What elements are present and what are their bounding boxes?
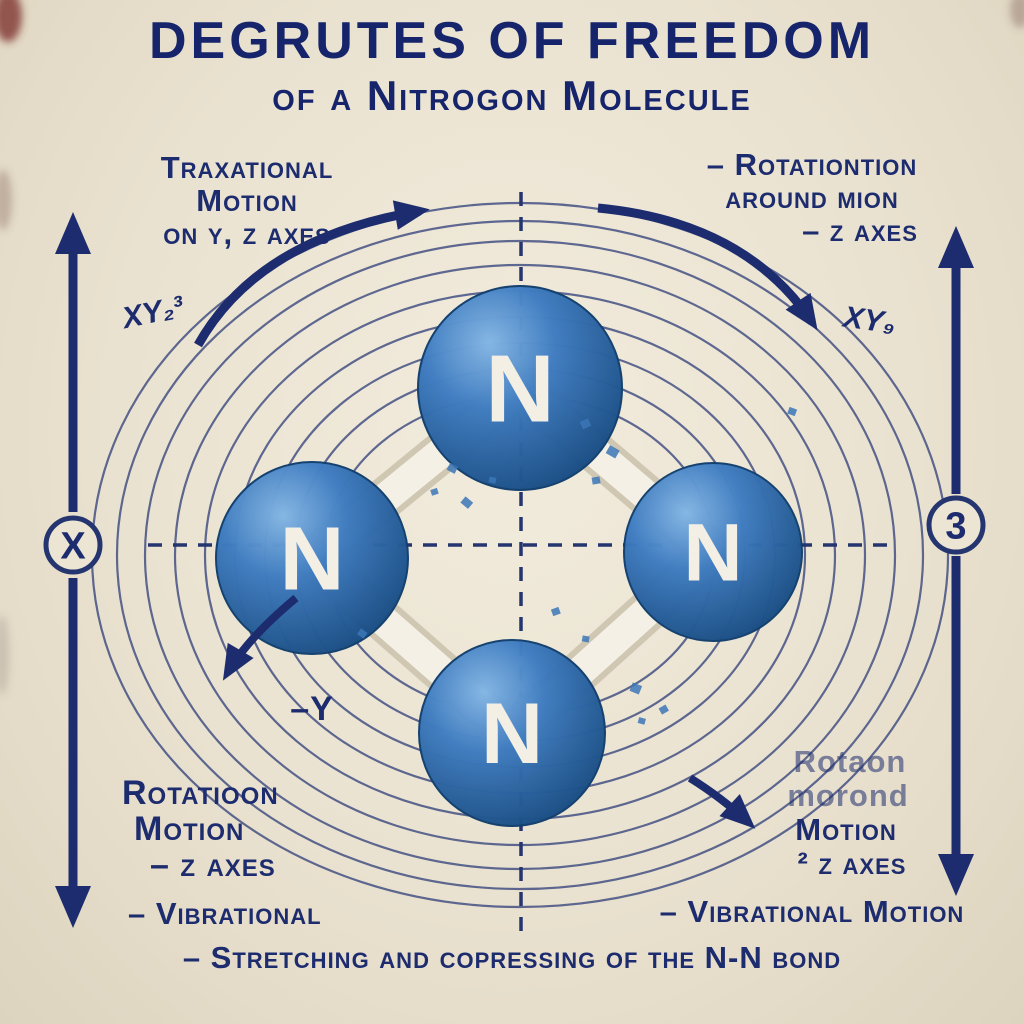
label-line: – z axes [150,846,276,884]
label-line: Motion [196,183,298,218]
x-axis-badge [43,515,103,575]
atom-label: N [280,510,345,610]
label-line: Traxational [161,150,334,185]
rotation-arrow-top-right [597,203,818,331]
label-line: ² z axes [798,846,907,881]
x-axis-badge-label: X [60,526,86,568]
number-badge [926,495,986,555]
arrowhead-down-icon [938,854,974,896]
nitrogen-atom-right: N [623,462,803,642]
arrowhead-up-icon [55,212,91,254]
label-line: – z axes [802,213,918,248]
rotation-arrow-top-left [194,200,430,348]
nitrogen-atom-bottom: N [418,639,606,827]
rotation-arrow-bottom-right [687,774,756,829]
z-axis-double-arrow-left: X [43,212,103,928]
footer-vibrational-right: – Vibrational Motion [660,894,965,929]
label-line: Motion [134,810,244,848]
arrowhead-up-icon [938,226,974,268]
label-line: – Rotationtion [707,147,918,182]
paper-smudges [0,0,1024,695]
page-title: DEGRUTES OF FREEDOM [149,12,875,70]
y-axis-label: –Y [290,690,334,728]
rotation-arrow-bottom-left [222,594,299,681]
arrowhead-down-icon [55,886,91,928]
nitrogen-atom-top: N [417,285,623,491]
label-line: Rotaon [794,744,907,779]
page-subtitle: of a Nitrogon Molecule [272,72,751,119]
z-axis-double-arrow-right: 3 [926,226,986,896]
label-line: morond [787,778,908,813]
label-line: on y, z axes [163,216,330,251]
label-rotation-around-axes: – Rotationtion around mion – z axes XY₉ [707,147,918,341]
footer-stretching: – Stretching and copressing of the N-N b… [183,940,841,975]
formula-xy: XY₂³ [118,290,188,336]
label-rotation-motion: Rotatioon Motion – z axes [122,774,279,884]
atom-label: N [481,686,543,782]
atom-label: N [683,508,742,599]
label-line: Rotatioon [122,774,279,812]
speckle-dots [357,406,798,725]
number-badge-label: 3 [945,506,966,548]
atom-label: N [485,336,554,443]
nitrogen-atom-left: N [215,461,409,655]
formula-xy: XY₉ [839,300,897,340]
label-line: around mion [725,180,899,215]
label-rotation-motion-right: Rotaon morond Motion ² z axes [787,744,908,881]
label-line: Motion [795,812,897,847]
footer-vibrational-left: – Vibrational [128,896,322,931]
